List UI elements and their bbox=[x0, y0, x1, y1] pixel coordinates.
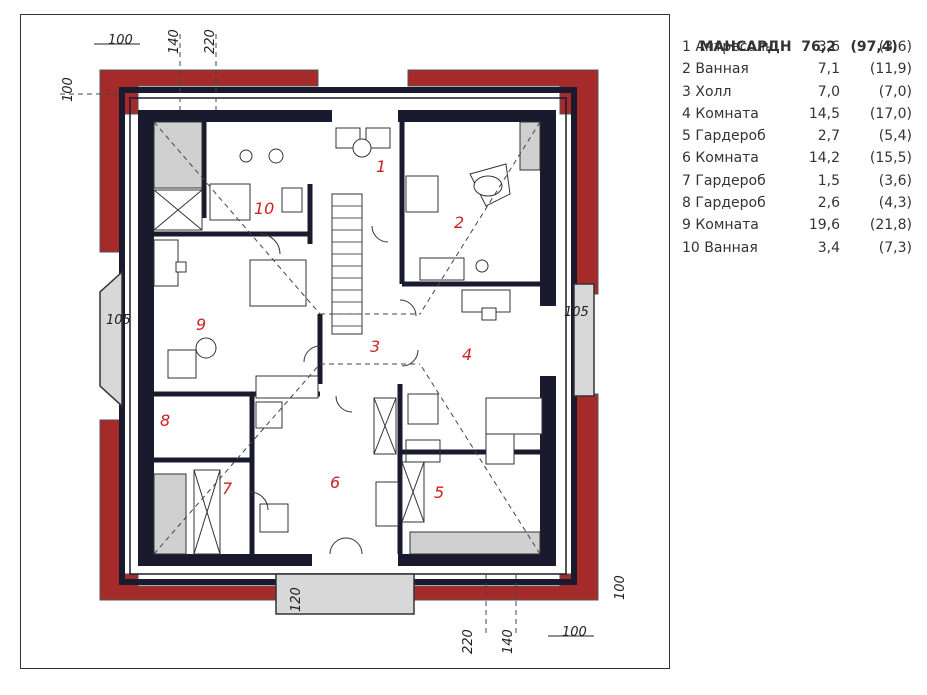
room-name: 5 Гардероб bbox=[682, 128, 766, 145]
room-total: (11,9) bbox=[869, 61, 912, 78]
room-total: (17,0) bbox=[869, 105, 912, 122]
dim-bottom-140: 140 bbox=[501, 629, 516, 654]
dim-left-100: 100 bbox=[61, 77, 76, 102]
legend-total: (97,4) bbox=[850, 39, 898, 55]
room-area: 2,6 bbox=[817, 195, 840, 212]
room-number-10: 10 bbox=[254, 199, 274, 218]
dimension-labels: 100 140 220 100 105 105 120 220 140 100 … bbox=[61, 29, 628, 654]
dim-top-left: 100 bbox=[108, 33, 133, 48]
legend-row: 10 Ванная 3,4 (7,3) bbox=[680, 237, 920, 259]
legend-row: 2 Ванная 7,1 (11,9) bbox=[680, 58, 920, 80]
doors bbox=[249, 225, 419, 555]
room-area: 14,2 bbox=[808, 150, 840, 167]
room-number-8: 8 bbox=[160, 411, 170, 430]
room-area: 19,6 bbox=[808, 217, 840, 234]
room-area: 2,7 bbox=[817, 128, 840, 145]
room-area: 7,1 bbox=[817, 61, 840, 78]
room-name: 4 Комната bbox=[682, 105, 759, 122]
room-number-5: 5 bbox=[434, 483, 444, 502]
room-numbers: 1 2 3 4 5 6 7 8 9 10 bbox=[160, 157, 472, 502]
room-total: (3,6) bbox=[878, 172, 912, 189]
legend-row: 8 Гардероб 2,6 (4,3) bbox=[680, 192, 920, 214]
room-number-7: 7 bbox=[222, 479, 233, 498]
dim-left-105: 105 bbox=[106, 313, 131, 328]
legend-title: МАНСАРДН bbox=[699, 39, 792, 55]
room-number-9: 9 bbox=[196, 315, 206, 334]
room-name: 8 Гардероб bbox=[682, 195, 766, 212]
legend-row: 7 Гардероб 1,5 (3,6) bbox=[680, 170, 920, 192]
outer-walls bbox=[99, 87, 595, 615]
room-area: 7,0 bbox=[817, 83, 840, 100]
legend-area: 76,2 bbox=[801, 39, 836, 55]
room-area: 3,6 bbox=[817, 39, 840, 55]
room-name: 10 Ванная bbox=[682, 239, 758, 256]
room-area: 14,5 bbox=[808, 105, 840, 122]
room-name: 9 Комната bbox=[682, 217, 759, 234]
room-number-6: 6 bbox=[330, 473, 340, 492]
dim-bottom-right: 100 bbox=[562, 625, 587, 640]
room-number-1: 1 bbox=[376, 157, 386, 176]
room-name: 6 Комната bbox=[682, 150, 759, 167]
room-total: (15,5) bbox=[869, 150, 912, 167]
dim-right-100: 100 bbox=[613, 575, 628, 600]
dim-top-140: 140 bbox=[167, 29, 182, 54]
room-total: (21,8) bbox=[869, 217, 912, 234]
dim-bottom-120: 120 bbox=[289, 587, 304, 612]
room-number-2: 2 bbox=[454, 213, 464, 232]
room-total: (5,4) bbox=[878, 128, 912, 145]
plan-frame bbox=[20, 14, 670, 669]
room-total: (7,0) bbox=[878, 83, 912, 100]
legend-title-row: МАНСАРДН 76,2 (97,4) bbox=[680, 14, 920, 55]
room-area: 3,4 bbox=[817, 239, 840, 256]
room-name: 3 Холл bbox=[682, 83, 732, 100]
room-number-4: 4 bbox=[462, 345, 472, 364]
legend-row: 1 Антресоль 3,6 (3,6) bbox=[680, 36, 920, 58]
dim-bottom-220: 220 bbox=[461, 629, 476, 654]
room-total: (3,6) bbox=[878, 39, 912, 55]
room-name: 7 Гардероб bbox=[682, 172, 766, 189]
roof-lines bbox=[60, 34, 541, 636]
room-name: 2 Ванная bbox=[682, 61, 749, 78]
dim-right-105: 105 bbox=[564, 305, 589, 320]
room-number-3: 3 bbox=[370, 337, 380, 356]
legend-row: 3 Холл 7,0 (7,0) bbox=[680, 81, 920, 103]
legend-row: 9 Комната 19,6 (21,8) bbox=[680, 214, 920, 236]
legend-row: 4 Комната 14,5 (17,0) bbox=[680, 103, 920, 125]
fixtures bbox=[153, 121, 543, 555]
room-total: (4,3) bbox=[878, 195, 912, 212]
room-total: (7,3) bbox=[878, 239, 912, 256]
area-legend: МАНСАРДН 76,2 (97,4) 1 Антресоль 3,6 (3,6)… bbox=[680, 14, 920, 259]
room-name: 1 Антресоль bbox=[682, 39, 774, 55]
room-area: 1,5 bbox=[817, 172, 840, 189]
legend-row: 5 Гардероб 2,7 (5,4) bbox=[680, 125, 920, 147]
floor-plan: 1 2 3 4 5 6 7 8 9 10 100 140 220 100 105… bbox=[60, 29, 628, 654]
dim-top-220: 220 bbox=[203, 29, 218, 54]
legend-row: 6 Комната 14,2 (15,5) bbox=[680, 147, 920, 169]
